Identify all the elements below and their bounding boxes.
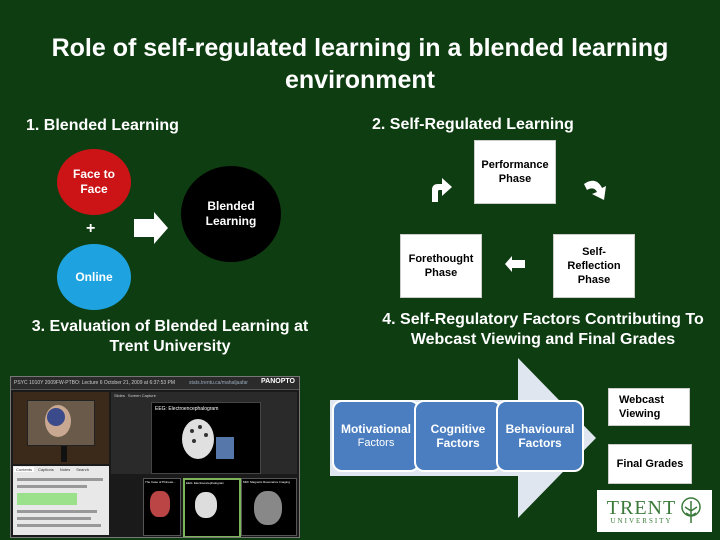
blended-learning-circle: Blended Learning <box>181 166 281 262</box>
tab-slides[interactable]: Slides <box>114 393 125 398</box>
plus-sign: + <box>86 220 96 237</box>
behavioural-label: Behavioural Factors <box>505 422 575 450</box>
curved-arrow-up-right-icon <box>432 178 452 202</box>
online-label: Online <box>75 269 113 284</box>
thumbnail-1-title: The Case of Phineas... <box>145 480 176 484</box>
slide-title: Role of self-regulated learning in a ble… <box>51 34 669 94</box>
screenshot-header-text: PSYC 1010Y 2009FW-PTBO: Lecture 6 Octobe… <box>14 380 176 386</box>
cognitive-label: Cognitive Factors <box>430 422 486 450</box>
slide-area: Slides Screen Capture EEG: Electroenceph… <box>111 392 297 474</box>
tab-screen-capture[interactable]: Screen Capture <box>127 393 156 398</box>
section2-heading: 2. Self-Regulated Learning <box>372 116 574 133</box>
contents-highlight <box>17 493 77 505</box>
final-grades-box: Final Grades <box>608 444 692 484</box>
eeg-cap-image <box>182 419 234 459</box>
logo-sub-text: UNIVERSITY <box>610 516 673 525</box>
logo-main-text: TRENT <box>606 496 677 519</box>
webcast-viewing-label: Webcast Viewing <box>619 394 665 420</box>
panopto-logo: PANOPTO <box>261 378 295 385</box>
thumbnail-1[interactable]: The Case of Phineas... <box>143 478 181 536</box>
contents-line <box>17 510 97 513</box>
section4-heading: 4. Self-Regulatory Factors Contributing … <box>382 311 704 348</box>
left-arrow-icon <box>505 256 525 272</box>
forethought-phase-box: Forethought Phase <box>400 234 482 298</box>
projection-screen <box>27 400 95 446</box>
section1-heading: 1. Blended Learning <box>26 117 179 134</box>
curved-arrow-down-right-icon <box>584 180 606 200</box>
blended-learning-label: Blended Learning <box>205 199 257 228</box>
face-to-face-label: Face to Face <box>72 167 115 196</box>
right-arrow-icon <box>134 212 168 244</box>
contents-line <box>17 485 87 488</box>
screenshot-header: PSYC 1010Y 2009FW-PTBO: Lecture 6 Octobe… <box>11 377 299 390</box>
behavioural-factors-box: Behavioural Factors <box>496 400 584 472</box>
webcast-screenshot: PSYC 1010Y 2009FW-PTBO: Lecture 6 Octobe… <box>10 376 300 538</box>
thumbnail-2-title: EEG: Electroencephalogram <box>186 481 225 485</box>
forethought-phase-label: Forethought Phase <box>408 253 474 279</box>
contents-tabs[interactable]: Contents Captions Notes Search <box>13 466 109 473</box>
skull-image <box>150 491 170 517</box>
tab-search[interactable]: Search <box>76 467 89 472</box>
mri-image <box>254 491 282 525</box>
thumbnail-3[interactable]: MRI: Magnetic Resonance Imaging <box>241 478 297 536</box>
video-panel <box>13 392 109 464</box>
main-slide: EEG: Electroencephalogram <box>151 402 261 474</box>
contents-line <box>17 478 103 481</box>
motivational-sub-label: Factors <box>357 437 395 449</box>
tree-logo-icon <box>681 497 701 523</box>
motivational-label: Motivational <box>340 422 411 436</box>
screenshot-url: stats.trentu.ca/mahaljaafar <box>189 380 248 386</box>
tab-contents[interactable]: Contents <box>14 467 35 472</box>
main-slide-title: EEG: Electroencephalogram <box>155 406 219 412</box>
motivational-factors-box: Motivational Factors <box>332 400 420 472</box>
thumbnail-2[interactable]: EEG: Electroencephalogram <box>183 478 241 537</box>
thumbnail-3-title: MRI: Magnetic Resonance Imaging <box>243 480 290 484</box>
contents-line <box>17 517 91 520</box>
performance-phase-box: Performance Phase <box>474 140 556 204</box>
eeg-thumb-image <box>195 492 217 518</box>
face-to-face-circle: Face to Face <box>57 149 131 215</box>
trent-university-logo: TRENT UNIVERSITY <box>597 490 712 532</box>
contents-line <box>17 524 101 527</box>
final-grades-label: Final Grades <box>616 458 684 470</box>
online-circle: Online <box>57 244 131 310</box>
webcast-viewing-box: Webcast Viewing <box>608 388 690 426</box>
lecturer-figure <box>61 446 67 462</box>
cognitive-factors-box: Cognitive Factors <box>414 400 502 472</box>
self-reflection-phase-box: Self-Reflection Phase <box>553 234 635 298</box>
self-reflection-phase-label: Self-Reflection Phase <box>567 246 621 286</box>
slide-tabs[interactable]: Slides Screen Capture <box>111 392 297 399</box>
performance-phase-label: Performance Phase <box>481 159 549 185</box>
tab-notes[interactable]: Notes <box>59 467 71 472</box>
contents-panel: Contents Captions Notes Search <box>13 466 109 535</box>
section3-heading: 3. Evaluation of Blended Learning at Tre… <box>31 318 309 355</box>
tab-captions[interactable]: Captions <box>38 467 54 472</box>
head-diagram-image <box>45 405 71 437</box>
